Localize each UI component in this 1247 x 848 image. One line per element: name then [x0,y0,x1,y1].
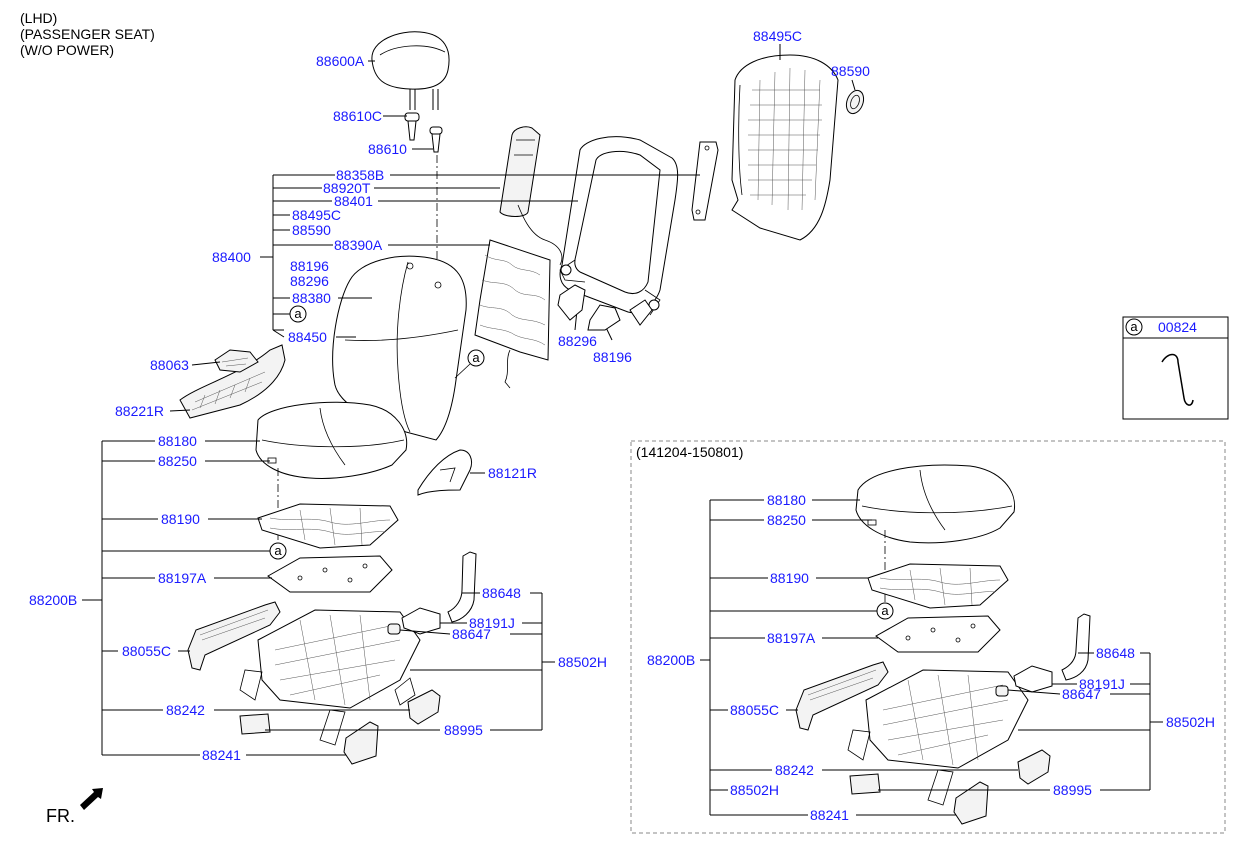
part-88648[interactable]: 88648 [482,585,521,601]
hog-ring-drawing [1161,353,1194,406]
part-88401[interactable]: 88401 [334,193,373,209]
reference-letter: a [1130,319,1138,334]
part-88121R[interactable]: 88121R [488,465,537,481]
inset-track-cover-drawing [795,661,889,731]
part-88495C-list[interactable]: 88495C [292,207,341,223]
part-88296[interactable]: 88296 [558,333,597,349]
inset-part-88242[interactable]: 88242 [775,762,814,778]
inset-part-88502H-lower[interactable]: 88502H [730,782,779,798]
bracket-cover-drawing [239,689,441,765]
inset-part-88647[interactable]: 88647 [1062,686,1101,702]
inset-seat-cushion-drawing [855,464,1016,544]
part-88390A[interactable]: 88390A [334,237,383,253]
part-88242[interactable]: 88242 [166,702,205,718]
inset-callout-a: a [876,602,894,620]
inset-cushion-pad-drawing [875,615,1001,653]
inset-part-88502H[interactable]: 88502H [1166,714,1215,730]
part-00824[interactable]: 00824 [1158,319,1197,335]
part-88647[interactable]: 88647 [452,626,491,642]
side-shield-drawing [417,449,473,496]
inset-knob-assembly-drawing [995,665,1053,697]
cushion-pad-drawing [267,555,393,593]
part-88055C[interactable]: 88055C [122,643,171,659]
part-88995[interactable]: 88995 [444,722,483,738]
lever-knob-drawing [214,349,259,373]
back-board-clip-drawing [845,89,865,115]
part-88196[interactable]: 88196 [593,349,632,365]
note-lhd: (LHD) [20,10,57,26]
headrest-drawing [371,31,450,110]
part-88400[interactable]: 88400 [212,249,251,265]
seatback-frame-drawing [559,136,679,316]
part-88610C[interactable]: 88610C [333,108,382,124]
callout-a-cushion: a [269,542,287,560]
part-88495C[interactable]: 88495C [753,28,802,44]
seat-track-drawing [239,609,421,746]
track-cover-drawing [187,601,281,671]
part-88358B[interactable]: 88358B [336,167,384,183]
side-cover-drawing [179,344,286,419]
note-passenger-seat: (PASSENGER SEAT) [20,26,155,42]
inset-cushion-spring-mat-drawing [867,563,1009,609]
inset-part-88995[interactable]: 88995 [1053,782,1092,798]
svg-text:a: a [294,306,302,321]
recliner-lever-drawing [447,551,477,623]
inset-part-88191J[interactable]: 88191J [1079,676,1125,692]
part-88180[interactable]: 88180 [158,433,197,449]
inset-seat-track-drawing [847,669,1029,806]
part-88191J[interactable]: 88191J [469,615,515,631]
part-88450[interactable]: 88450 [288,329,327,345]
part-88250[interactable]: 88250 [158,453,197,469]
part-88197A[interactable]: 88197A [158,570,207,586]
side-bracket-drawing [691,141,719,221]
part-88600A[interactable]: 88600A [316,53,365,69]
knob-assembly-drawing [387,607,441,635]
inset-part-88250[interactable]: 88250 [767,512,806,528]
part-88063[interactable]: 88063 [150,357,189,373]
part-88590-list[interactable]: 88590 [292,222,331,238]
inset-part-88190[interactable]: 88190 [770,570,809,586]
front-label: FR. [46,806,75,826]
part-88196-list[interactable]: 88196 [290,258,329,274]
part-88380[interactable]: 88380 [292,290,331,306]
inset-bracket-cover-drawing [849,749,1051,825]
part-88200B[interactable]: 88200B [29,592,77,608]
inset-part-88200B[interactable]: 88200B [647,652,695,668]
inset-panel: (141204-150801) [630,440,1226,834]
inset-date-range: (141204-150801) [636,444,743,460]
front-direction-indicator: FR. [46,788,103,826]
reference-box: a 00824 [1122,316,1229,420]
inset-part-88648[interactable]: 88648 [1096,645,1135,661]
seat-cushion-drawing [255,401,408,479]
inset-part-88197A[interactable]: 88197A [767,630,816,646]
part-88241[interactable]: 88241 [202,747,241,763]
svg-text:a: a [472,350,480,365]
inset-part-88055C[interactable]: 88055C [730,702,779,718]
seatback-cushion-drawing [332,255,467,441]
part-88296-list[interactable]: 88296 [290,273,329,289]
part-88920T[interactable]: 88920T [323,180,371,196]
callout-a-back: a [467,349,485,367]
front-arrow-icon [80,788,103,810]
inset-part-88180[interactable]: 88180 [767,492,806,508]
part-88221R[interactable]: 88221R [115,403,164,419]
side-airbag-drawing [499,126,563,266]
svg-text:a: a [881,603,889,618]
headrest-guide-drawings [404,112,443,153]
cushion-spring-mat-drawing [257,503,399,549]
inset-recliner-lever-drawing [1061,613,1091,681]
inset-part-88241[interactable]: 88241 [810,807,849,823]
part-88190[interactable]: 88190 [161,511,200,527]
back-board-drawing [731,54,839,241]
note-without-power: (W/O POWER) [20,42,114,58]
part-88502H[interactable]: 88502H [558,654,607,670]
callout-a-list: a [289,305,307,323]
svg-text:a: a [274,543,282,558]
part-88610[interactable]: 88610 [368,141,407,157]
back-spring-mat-drawing [474,239,551,389]
part-88590[interactable]: 88590 [831,63,870,79]
